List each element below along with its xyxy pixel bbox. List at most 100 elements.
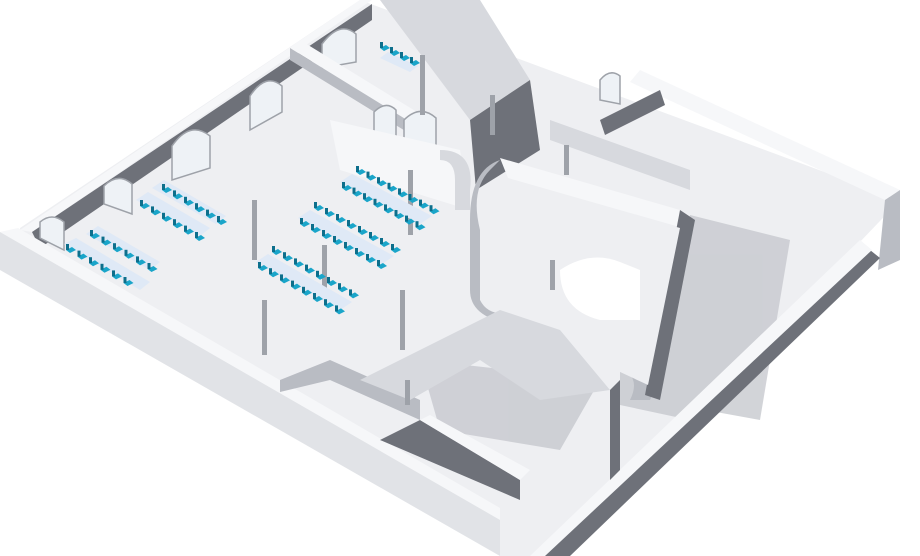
- chair-back: [342, 182, 345, 188]
- table: [64, 238, 150, 290]
- chair-back: [419, 199, 422, 206]
- chair: [355, 251, 365, 257]
- chair: [342, 185, 352, 191]
- chair-back: [394, 210, 398, 216]
- chair: [313, 296, 323, 302]
- chair-back: [380, 238, 383, 244]
- chair: [173, 193, 183, 200]
- chair-back: [366, 171, 370, 178]
- chair-back: [66, 244, 69, 250]
- chair: [100, 266, 111, 273]
- chair: [405, 218, 415, 225]
- lower-room-wall-5: [610, 380, 620, 480]
- chair: [272, 249, 282, 255]
- chair: [366, 174, 377, 181]
- chair-back: [377, 260, 380, 266]
- chair-back: [162, 184, 165, 190]
- chair: [344, 245, 354, 251]
- chair-back: [408, 194, 412, 200]
- chair-back: [77, 250, 81, 257]
- chair: [302, 289, 312, 296]
- chair-back: [352, 187, 356, 194]
- chair: [136, 259, 146, 266]
- chair: [377, 263, 387, 269]
- chair: [311, 227, 321, 233]
- lower-room-wall-2: [360, 310, 610, 400]
- chair: [333, 239, 343, 245]
- chair-back: [377, 177, 380, 184]
- chair-back: [344, 242, 347, 248]
- chair-back: [217, 216, 220, 222]
- chair-back: [336, 214, 339, 220]
- chair: [162, 215, 172, 222]
- chair: [162, 187, 172, 193]
- chair-back: [101, 236, 105, 243]
- chair: [349, 292, 359, 299]
- chair: [113, 246, 123, 253]
- chair-back: [162, 212, 165, 219]
- chair: [347, 223, 357, 229]
- chair-back: [384, 204, 387, 211]
- chair-back: [405, 215, 408, 222]
- chair: [419, 202, 429, 209]
- chair-back: [347, 220, 350, 226]
- chair: [377, 180, 387, 187]
- chair: [410, 60, 420, 66]
- chair-back: [291, 280, 294, 287]
- chair: [206, 212, 216, 219]
- arched-windows: [39, 28, 357, 252]
- chair: [184, 199, 194, 206]
- chair-back: [112, 270, 115, 277]
- chair-back: [391, 244, 394, 250]
- chair: [195, 206, 205, 213]
- chair-back: [90, 230, 93, 236]
- chair: [101, 239, 112, 246]
- chair-back: [398, 188, 401, 195]
- chair: [140, 203, 150, 209]
- chair: [429, 208, 440, 215]
- chair: [269, 271, 279, 278]
- chair: [89, 260, 99, 267]
- chair: [369, 235, 379, 241]
- chair-back: [324, 299, 327, 306]
- chair-back: [305, 264, 308, 271]
- chair: [363, 196, 373, 203]
- chair: [173, 222, 183, 229]
- chair-back: [373, 198, 377, 205]
- upper-room-wall-right-dark: [470, 80, 540, 190]
- chairs: [66, 42, 440, 315]
- outer-wall-right-face: [878, 190, 900, 270]
- chair: [415, 224, 426, 231]
- lower-room-wall-1: [280, 360, 420, 420]
- chair-back: [400, 52, 403, 58]
- chair-back: [369, 232, 372, 238]
- chair-back: [355, 248, 358, 254]
- curved-room-inner-cutout: [560, 257, 640, 320]
- upper-room-wall-left: [290, 40, 430, 128]
- chair: [291, 283, 301, 290]
- chair: [151, 209, 161, 216]
- chair-back: [311, 224, 314, 230]
- chair-back: [195, 232, 198, 238]
- chair: [356, 169, 366, 175]
- chair-back: [410, 57, 413, 63]
- chair: [258, 265, 268, 271]
- chair-back: [136, 256, 139, 263]
- chair-back: [356, 166, 359, 172]
- chair-back: [123, 277, 127, 283]
- middle-partition-top: [330, 120, 470, 210]
- chair: [305, 267, 315, 274]
- chair: [327, 280, 337, 286]
- chair-back: [327, 277, 330, 283]
- chair: [384, 207, 394, 214]
- chair: [314, 205, 324, 211]
- chair-back: [325, 208, 328, 214]
- chair-back: [89, 257, 92, 264]
- chair-back: [313, 293, 316, 299]
- chair-back: [300, 218, 303, 224]
- chair: [184, 228, 194, 235]
- chair: [217, 219, 227, 225]
- upper-room-table: [380, 52, 418, 72]
- chair: [123, 280, 134, 286]
- lower-room-wall-4: [420, 415, 530, 480]
